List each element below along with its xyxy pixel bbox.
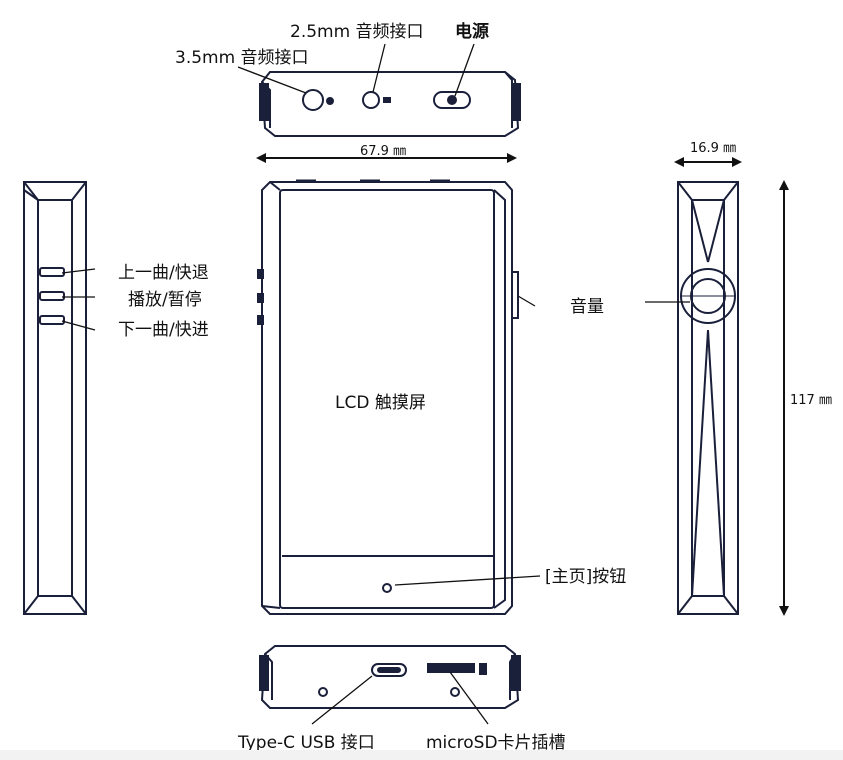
jack-35-port [302,89,324,111]
bottom-strip [0,750,843,760]
front-view [257,179,519,615]
usb-c-port [371,663,407,677]
label-next: 下一曲/快进 [118,320,209,340]
label-screen: LCD 触摸屏 [335,393,426,413]
label-microsd: microSD卡片插槽 [426,733,566,753]
microsd-slot [427,663,475,673]
top-view [259,71,521,137]
front-leaders [394,295,541,586]
label-play: 播放/暂停 [128,290,202,310]
label-power: 电源 [455,22,489,42]
home-button [382,583,392,593]
top-leaders [237,43,475,97]
left-side-view [23,181,87,615]
bottom-leaders [311,671,489,725]
label-home: [主页]按钮 [545,567,627,587]
label-depth: 16.9 ㎜ [690,141,737,156]
play-button [39,291,65,301]
bottom-view [259,645,521,709]
label-height: 117 ㎜ [790,393,832,408]
label-jack-25: 2.5mm 音频接口 [290,22,424,42]
jack-25-port [362,91,380,109]
left-leaders [61,268,96,331]
right-side-view [677,181,739,615]
label-width: 67.9 ㎜ [360,144,407,159]
power-button [433,91,471,109]
label-jack-35: 3.5mm 音频接口 [175,48,309,68]
label-volume: 音量 [570,297,604,317]
label-usb: Type-C USB 接口 [238,733,375,753]
label-prev: 上一曲/快退 [118,263,209,283]
prev-button [39,267,65,277]
next-button [39,315,65,325]
